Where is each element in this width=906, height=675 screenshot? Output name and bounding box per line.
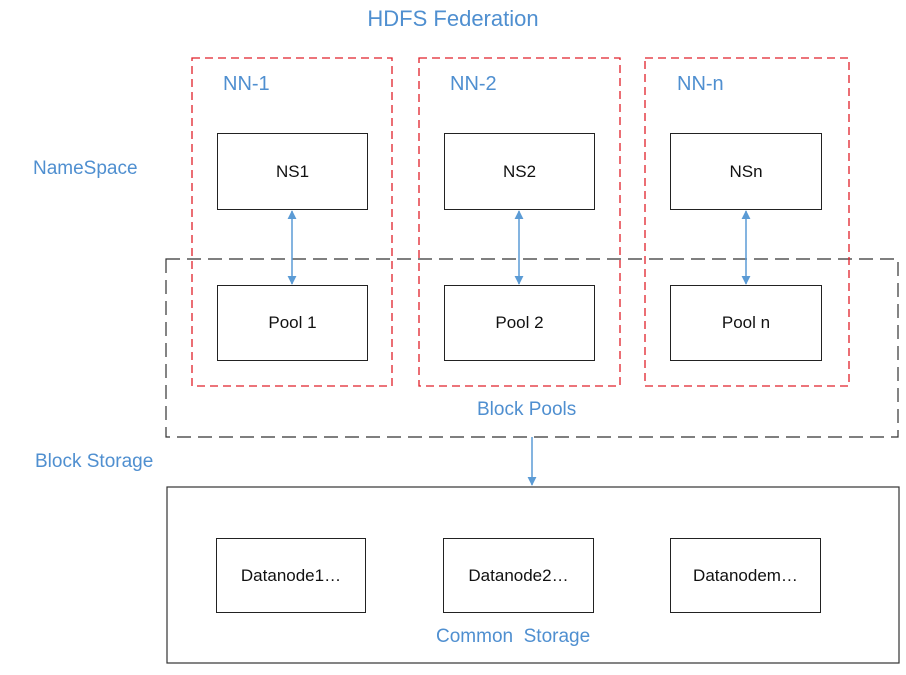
common-storage-label: Common Storage (436, 626, 591, 647)
pool-n-box: Pool n (670, 285, 822, 361)
ns1-box: NS1 (217, 133, 368, 210)
ns2-box: NS2 (444, 133, 595, 210)
pool-2-box: Pool 2 (444, 285, 595, 361)
datanode-m-box: Datanodem… (670, 538, 821, 613)
nsn-box: NSn (670, 133, 822, 210)
nn-2-container (418, 57, 621, 387)
block-pools-label: Block Pools (477, 399, 577, 420)
common-storage-container (166, 486, 900, 664)
nn-n-label: NN-n (677, 73, 724, 95)
nn-1-label: NN-1 (223, 73, 270, 95)
datanode-1-box: Datanode1… (216, 538, 366, 613)
nn-1-container (191, 57, 393, 387)
datanode-2-box: Datanode2… (443, 538, 594, 613)
pool-1-box: Pool 1 (217, 285, 368, 361)
nn-n-container (644, 57, 850, 387)
nn-2-label: NN-2 (450, 73, 497, 95)
diagram-title: HDFS Federation (367, 6, 539, 31)
block-storage-label: Block Storage (35, 451, 154, 472)
namespace-label: NameSpace (33, 158, 138, 179)
block-pools-container (165, 258, 899, 438)
